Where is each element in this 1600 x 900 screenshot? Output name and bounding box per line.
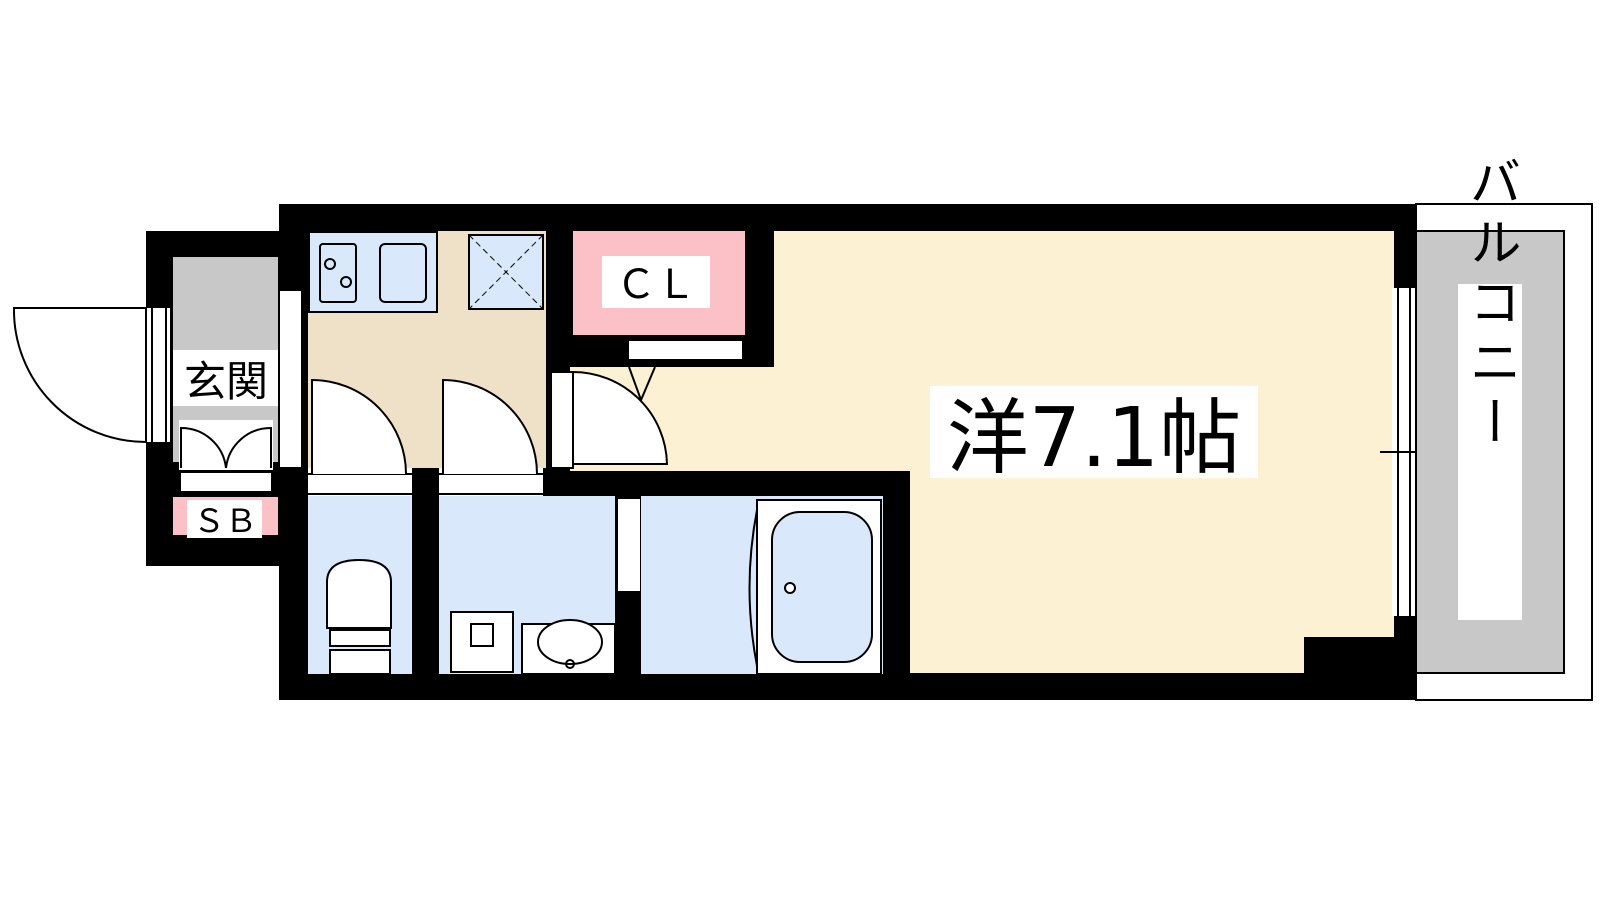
washing-machine-drain	[470, 623, 494, 647]
washbasin-drain-icon	[565, 659, 575, 669]
genkan-label-bg	[173, 350, 278, 406]
balcony-label-bg	[1458, 284, 1522, 620]
washbasin-icon	[537, 619, 603, 665]
closet-label: ＣＬ	[616, 262, 696, 308]
shoe-box-door-right	[225, 426, 272, 469]
bathtub-basin-icon	[771, 511, 873, 663]
washing-machine-space	[450, 611, 514, 673]
western-room-label: 洋7.1帖	[947, 391, 1241, 486]
entrance-door-swing	[12, 307, 147, 444]
western-room-label-bg	[930, 386, 1258, 478]
kitchen-counter	[308, 231, 438, 313]
fridge-space-cross	[468, 234, 544, 310]
shoe-box-area	[179, 420, 273, 470]
washroom-door-swing	[442, 378, 538, 475]
shoe-box-rail	[179, 471, 273, 493]
stove-icon	[319, 243, 357, 303]
kitchen-room-partition	[546, 229, 566, 373]
genkan-label: 玄関	[184, 357, 268, 406]
closet-label-box	[602, 256, 710, 308]
closet-shelf	[627, 339, 744, 361]
sink-icon	[379, 243, 427, 303]
balcony-label: バルコニー	[1460, 155, 1520, 455]
closet-door-swing	[628, 366, 656, 403]
genkan-step	[278, 289, 303, 469]
burner-icon	[340, 276, 352, 288]
shoe-box-label: ＳＢ	[193, 502, 257, 540]
shoe-box-label-bg	[187, 500, 262, 538]
toilet-tank-icon	[329, 629, 391, 647]
toilet-bowl-icon	[326, 558, 392, 629]
bathtub-drain-icon	[784, 582, 796, 594]
shoe-box-door-left	[180, 426, 227, 469]
bathtub-curve	[748, 509, 758, 667]
room-door-jamb	[550, 371, 574, 469]
room-door-swing	[572, 370, 669, 465]
burner-icon	[324, 258, 336, 270]
room-corner-pillar	[1304, 637, 1394, 677]
toilet-base-icon	[329, 649, 391, 675]
toilet-door-swing	[311, 378, 407, 475]
bathroom-door-panel	[616, 497, 642, 593]
